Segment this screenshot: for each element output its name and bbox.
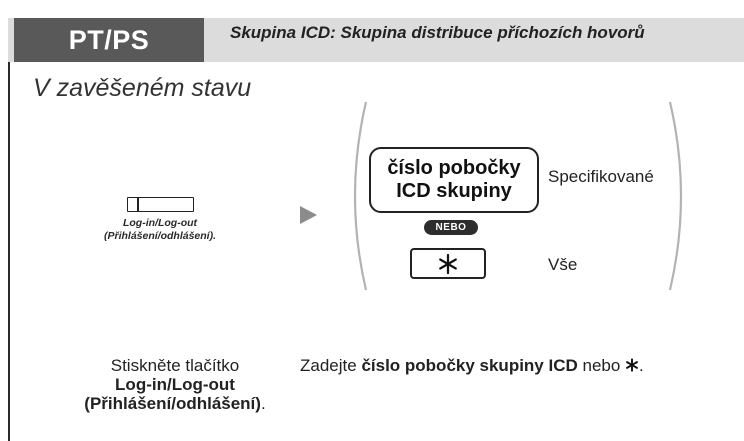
extension-box-line1: číslo pobočky: [387, 157, 521, 179]
step1-instruction-bold2: (Přihlášení/odhlášení): [84, 394, 261, 413]
step1-instruction-bold1: Log-in/Log-out: [115, 375, 235, 394]
extension-number-box: číslo pobočky ICD skupiny: [369, 147, 539, 213]
asterisk-glyph: [439, 253, 457, 274]
left-bracket: [353, 101, 368, 291]
arrow-right-icon: [300, 206, 317, 224]
step2-instruction-prefix: Zadejte: [300, 356, 362, 375]
extension-box-line2: ICD skupiny: [396, 180, 512, 202]
header-tab: PT/PS: [14, 18, 204, 62]
option-all-label: Vše: [548, 255, 578, 274]
bracket-group: [353, 101, 683, 291]
key-caption-line1: Log-in/Log-out: [122, 217, 198, 229]
star-key-icon: [410, 248, 486, 279]
asterisk-icon: [626, 358, 638, 372]
step1-instruction-end: .: [260, 394, 266, 413]
header-tab-label: PT/PS: [68, 24, 150, 55]
step2-instruction-bold: číslo pobočky skupiny ICD: [361, 356, 578, 375]
step1-instruction: Stiskněte tlačítko Log-in/Log-out (Přihl…: [70, 356, 280, 413]
step1-instruction-line1: Stiskněte tlačítko: [110, 356, 240, 375]
option-specific-label: Specifikované: [548, 167, 654, 186]
step2-instruction-suffix: nebo: [577, 356, 626, 375]
or-badge: NEBO: [424, 220, 478, 235]
left-rule: [8, 62, 10, 441]
key-led-divider: [137, 198, 139, 211]
programmable-key-icon: [127, 197, 194, 212]
right-bracket: [668, 101, 683, 291]
key-caption-line2: (Přihlášení/odhlášení).: [103, 230, 217, 242]
key-caption: Log-in/Log-out (Přihlášení/odhlášení).: [70, 217, 250, 243]
step2-instruction-end: .: [639, 356, 644, 375]
header-title: Skupina ICD: Skupina distribuce příchozí…: [230, 23, 645, 42]
step2-instruction: Zadejte číslo pobočky skupiny ICD nebo .: [300, 356, 644, 375]
section-title: V zavěšeném stavu: [33, 74, 252, 102]
